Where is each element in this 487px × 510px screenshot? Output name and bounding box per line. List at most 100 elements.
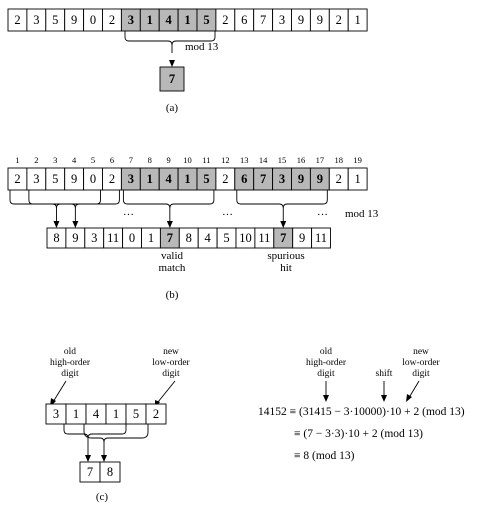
text-digit-b: 3 [279,172,285,186]
position-index: 18 [335,155,344,165]
text-digit-a: 2 [109,13,115,27]
window-brace-c2 [83,424,149,458]
arrow-head-a [169,60,175,67]
mod-value: 7 [167,231,173,245]
new-label-c-3: digit [162,369,180,379]
text-digit-b: 0 [90,172,96,186]
result-digit-a: 7 [169,72,175,86]
mod-value: 7 [280,231,286,245]
window-digit-c: 5 [133,407,139,421]
mod-value: 5 [223,231,229,245]
old-label-c-3: digit [61,369,79,379]
ellipsis-3: … [317,206,328,218]
text-digit-a: 3 [33,13,39,27]
text-digit-a: 9 [71,13,77,27]
text-digit-a: 2 [336,13,342,27]
text-digit-a: 4 [166,13,173,27]
ellipsis-1: … [123,206,134,218]
text-digit-a: 3 [279,13,285,27]
mod-value: 8 [53,231,59,245]
position-index: 10 [183,155,192,165]
new-arrow-c [157,380,176,403]
text-digit-a: 9 [298,13,304,27]
position-index: 17 [316,155,325,165]
mod-value: 4 [205,231,212,245]
text-digit-a: 1 [184,13,190,27]
text-digit-a: 1 [355,13,361,27]
mod-value: 11 [258,231,270,245]
shift-label: shift [376,368,393,379]
position-index: 7 [129,155,133,165]
position-index: 3 [53,155,57,165]
equation-line-1: 14152 ≡ (31415 − 3·10000)·10 + 2 (mod 13… [258,406,465,418]
position-index: 13 [240,155,249,165]
position-index: 2 [34,155,38,165]
position-index: 8 [148,155,152,165]
text-digit-a: 5 [203,13,209,27]
window-digit-c: 1 [73,407,79,421]
text-digit-b: 6 [241,172,247,186]
text-digit-b: 3 [33,172,39,186]
arrow-head-b [280,221,287,228]
window-digit-c: 1 [113,407,119,421]
valid-label-1: valid [161,250,183,262]
text-digit-b: 9 [71,172,77,186]
window-brace-b [122,190,215,222]
text-digit-a: 9 [317,13,323,27]
position-index: 19 [353,155,362,165]
mod-value: 1 [148,231,154,245]
arrowhead-c1 [85,455,91,462]
panel-c: old high-order digit new low-order digit… [45,347,465,503]
caption-b: (b) [166,289,179,301]
mod-value: 0 [129,231,135,245]
arrow-head-b [72,221,79,228]
caption-a: (a) [166,102,179,114]
text-cell-b [347,167,368,191]
result-cell-c [99,461,121,483]
old-label-r-1: old [320,347,332,357]
mod-value: 9 [299,231,305,245]
position-index: 6 [110,155,114,165]
window-digit-c: 3 [53,407,59,421]
position-index: 14 [259,155,268,165]
position-index: 9 [167,155,171,165]
text-digit-b: 5 [52,172,58,186]
new-label-c-1: new [163,347,179,357]
mod-cell [311,227,331,249]
position-index: 1 [15,155,19,165]
new-arrow-r [409,380,420,397]
spurious-label-2: hit [280,262,292,274]
window-brace-c [63,424,127,458]
old-arrow-c [52,380,67,403]
text-digit-b: 9 [317,172,323,186]
mod-value: 3 [91,231,97,245]
text-digit-b: 2 [222,172,228,186]
valid-label-2: match [159,262,186,274]
result-digit-c: 7 [87,465,93,479]
mod-label-b: mod 13 [345,208,379,220]
text-digit-b: 4 [166,172,173,186]
text-digit-b: 5 [203,172,209,186]
text-digit-a: 1 [147,13,153,27]
window-brace-b [28,190,120,222]
text-digit-b: 2 [336,172,342,186]
old-label-r-3: digit [317,369,335,379]
position-index: 4 [72,155,77,165]
text-digit-a: 6 [241,13,247,27]
position-index: 16 [297,155,306,165]
new-label-r-2: low-order [402,358,440,368]
new-label-r-3: digit [412,369,430,379]
text-digit-a: 2 [14,13,20,27]
text-digit-a: 0 [90,13,96,27]
window-brace-b [236,190,328,222]
arrowhead-c2 [101,455,107,462]
window-digit-c: 2 [153,407,159,421]
position-index: 5 [91,155,95,165]
text-digit-b: 2 [14,172,20,186]
mod-value: 11 [107,231,119,245]
text-digit-b: 2 [109,172,115,186]
old-arrowhead-r [323,395,329,402]
mod-value: 11 [315,231,327,245]
